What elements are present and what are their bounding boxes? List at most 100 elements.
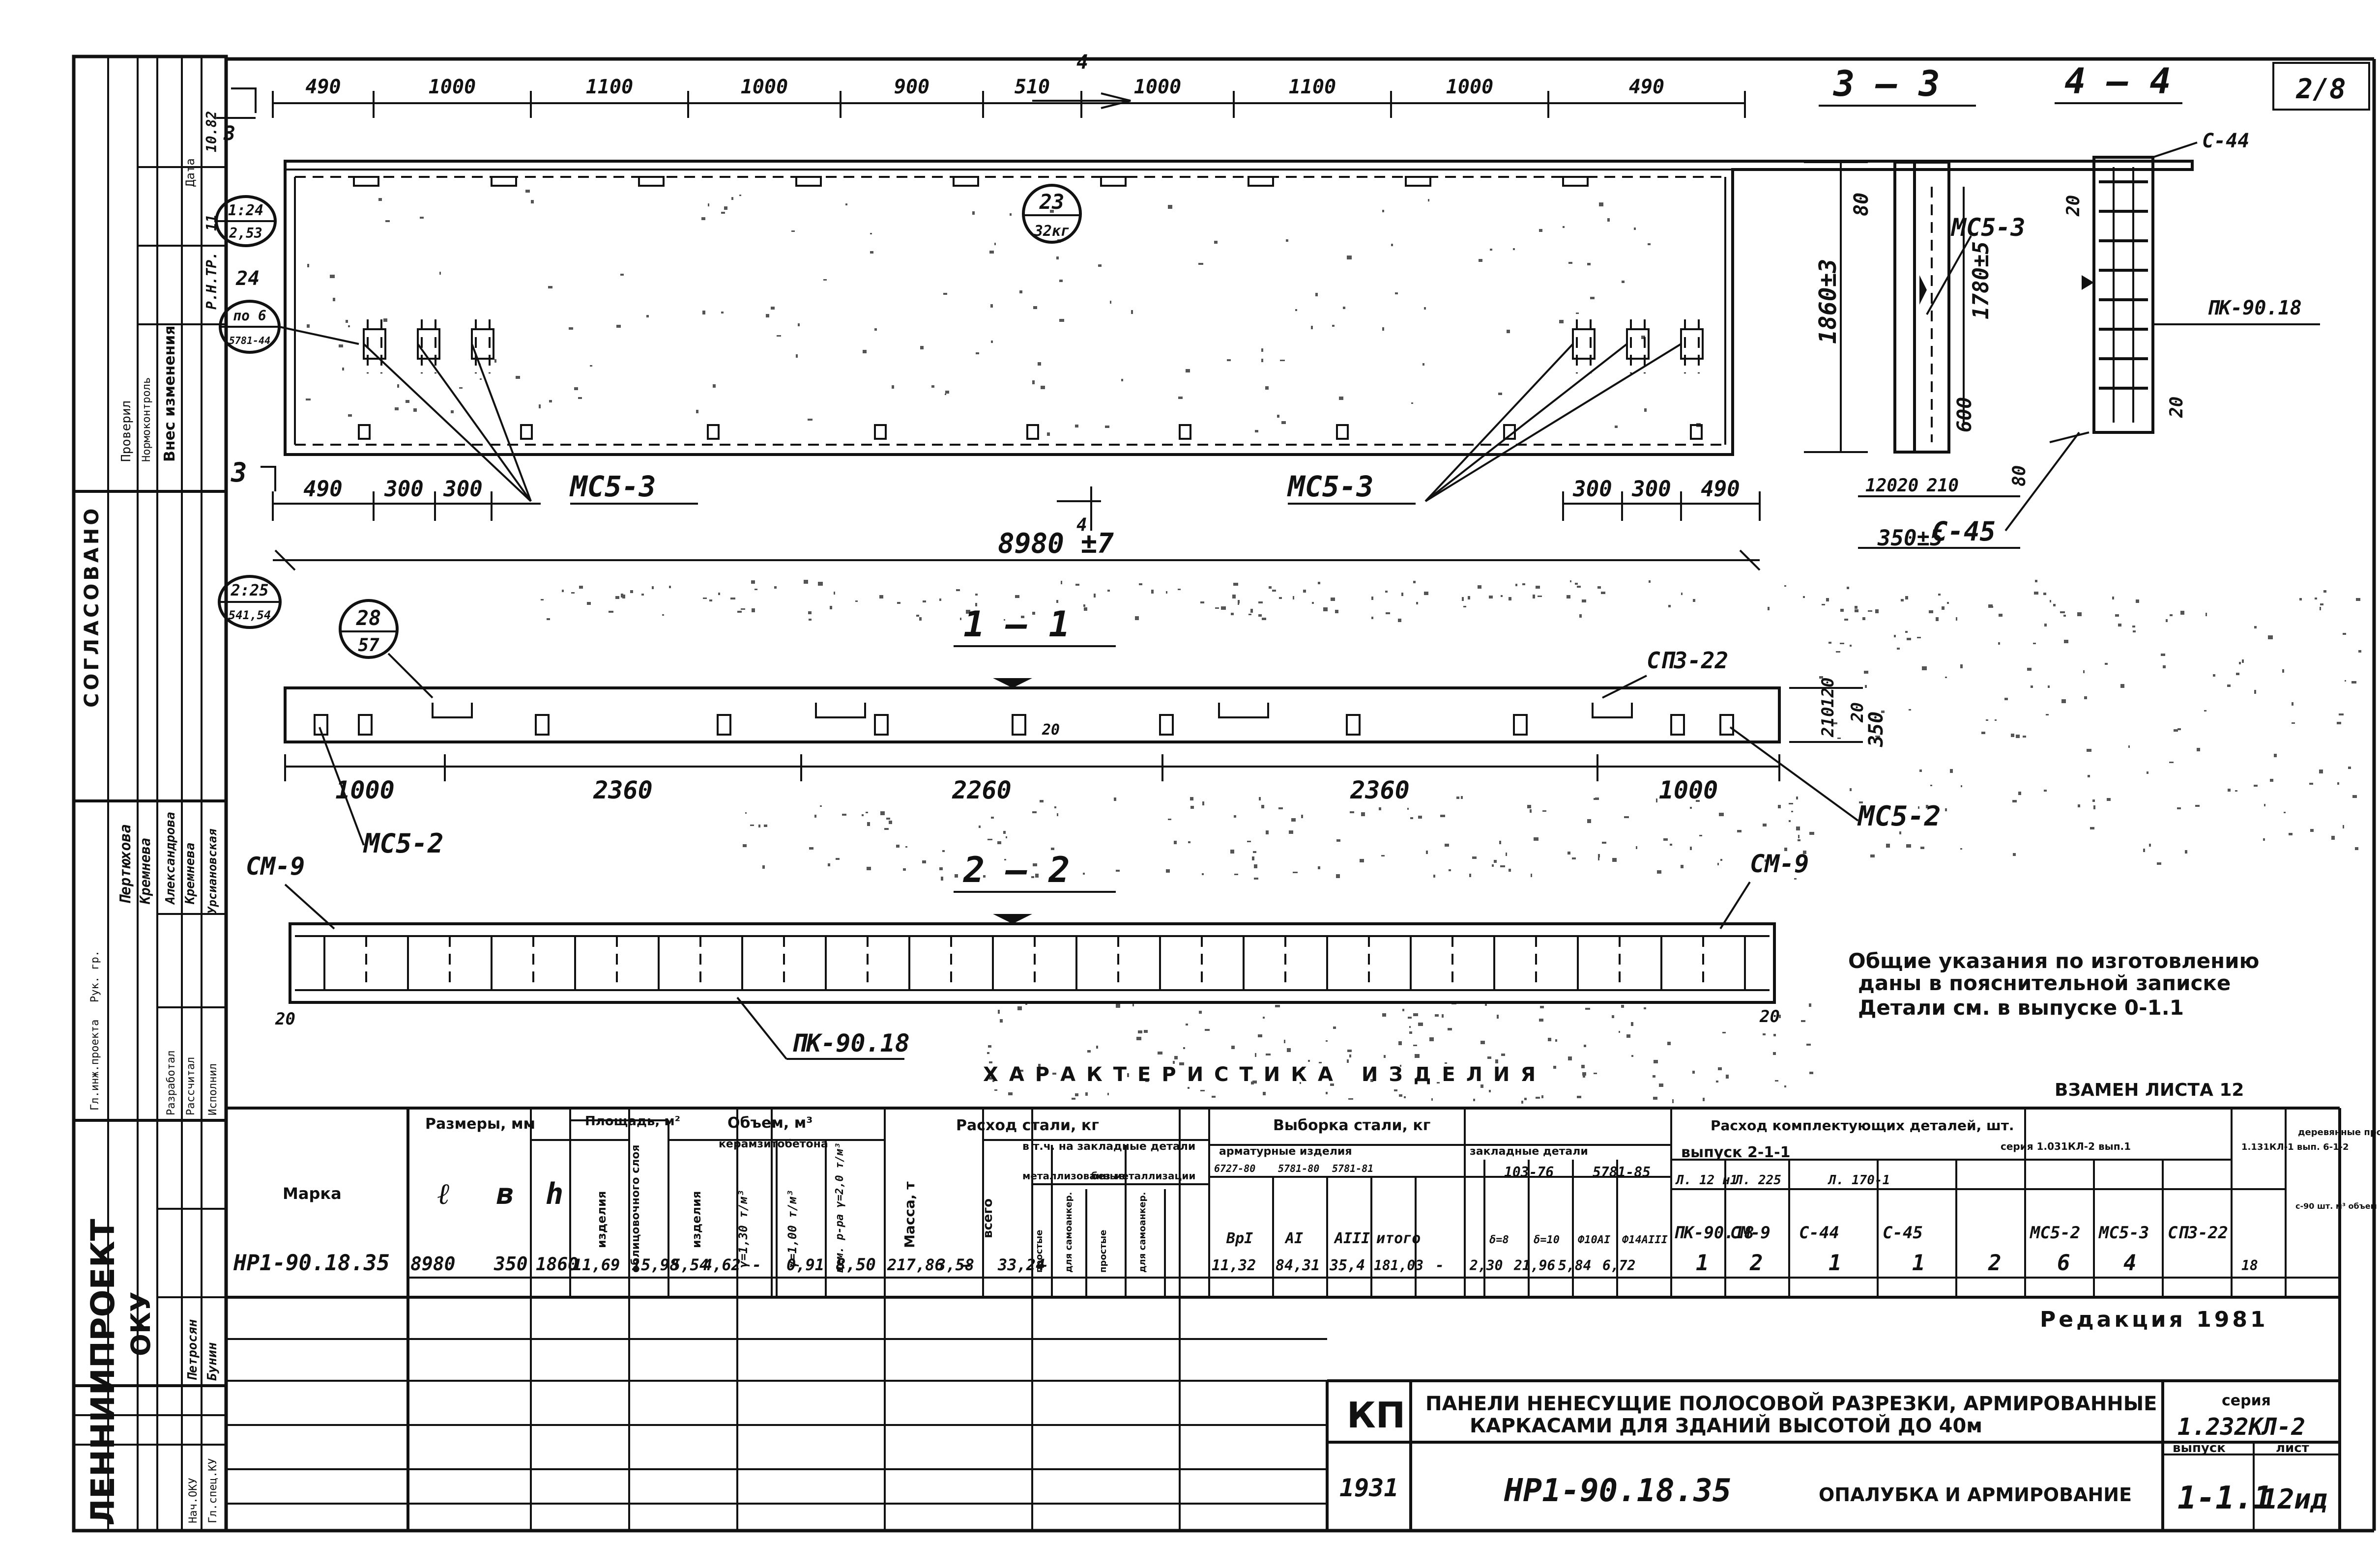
speck [395, 407, 399, 410]
speck [1424, 592, 1428, 595]
comp-sub: Л. 170-1 [1828, 1173, 1890, 1188]
speck [1489, 596, 1493, 598]
speck [1719, 813, 1724, 816]
speck [1844, 619, 1848, 621]
speck [333, 298, 335, 301]
speck [2163, 665, 2166, 668]
bottom-square [1179, 424, 1191, 440]
speck [2292, 702, 2293, 706]
speck [1319, 1062, 1322, 1063]
section-44-c45: С-45 [1932, 516, 1996, 547]
sample-zakl-col: Ф14АIII [1622, 1234, 1668, 1246]
speck [1699, 835, 1702, 836]
speck [2061, 699, 2066, 703]
section-2-2: 2 — 2 СМ-9 СМ-9 ПК-90.18 20 20 [246, 849, 1809, 1060]
h-vol-item: изделия [690, 1191, 703, 1248]
speck [1051, 848, 1054, 850]
speck [998, 1010, 1000, 1014]
section-44-pk: ПК-90.18 [2207, 297, 2302, 319]
speck [1234, 874, 1238, 875]
speck [494, 359, 496, 363]
speck [1850, 788, 1852, 791]
speck [2337, 782, 2339, 785]
sign-name-2: Кремнева [137, 838, 153, 905]
speck [1801, 1020, 1805, 1022]
speck [1634, 228, 1636, 230]
speck [1054, 806, 1056, 808]
sample-arm-col: АI [1284, 1230, 1303, 1247]
speck [1056, 256, 1059, 259]
cavity-square [1719, 714, 1734, 736]
comp-col: С-45 [1883, 1223, 1923, 1243]
approval-title: СОГЛАСОВАНО [81, 506, 103, 708]
speck [1703, 1098, 1705, 1101]
speck [1303, 590, 1306, 593]
speck [1018, 1070, 1023, 1072]
speck [480, 378, 482, 380]
speck [1144, 1030, 1148, 1033]
approval-label-2: Нормоконтроль [141, 377, 153, 462]
speck [1907, 638, 1911, 640]
speck [1999, 614, 2003, 617]
speck [1648, 243, 1651, 245]
speck [731, 197, 733, 200]
top-notch [353, 176, 379, 187]
speck [1775, 1080, 1778, 1082]
speck [903, 868, 906, 871]
section-22-dim-right: 20 [1759, 1007, 1780, 1026]
speck [1577, 586, 1581, 588]
speck [862, 814, 864, 816]
speck [1536, 586, 1540, 589]
speck [1400, 1065, 1401, 1067]
speck [2012, 800, 2017, 802]
speck [451, 410, 454, 413]
speck [1594, 1073, 1597, 1074]
speck [2044, 790, 2047, 792]
steel-subheader: простые [1034, 1230, 1045, 1273]
speck [1174, 1056, 1178, 1059]
speck [1404, 1096, 1406, 1098]
approval-label-1: Проверил [119, 400, 134, 462]
speck [2254, 690, 2256, 694]
speck [2282, 669, 2284, 673]
speck [1670, 844, 1672, 846]
speck [1114, 798, 1116, 801]
speck [2292, 722, 2295, 724]
speck [1930, 785, 1932, 786]
speck [1083, 873, 1085, 875]
speck [1657, 870, 1661, 874]
speck [2254, 626, 2257, 628]
row-pk: 1 [1696, 1251, 1709, 1276]
speck [539, 404, 541, 408]
speck [2107, 798, 2111, 801]
speck [2132, 626, 2135, 627]
speck [1230, 850, 1234, 854]
speck [2331, 836, 2335, 840]
speck [796, 354, 798, 358]
speck [547, 618, 550, 620]
section-4-marker-bottom: 4 [1076, 515, 1087, 535]
speck [1382, 210, 1384, 212]
speck [994, 1089, 997, 1091]
row-wood: 18 [2241, 1257, 2258, 1274]
speck [1509, 869, 1511, 872]
section-44-title: 4 — 4 [2064, 60, 2171, 102]
speck [307, 264, 309, 267]
speck [1956, 617, 1957, 621]
tb-kp: КП [1347, 1395, 1405, 1436]
speck [755, 589, 757, 590]
speck [1570, 580, 1571, 582]
speck [2087, 749, 2091, 752]
speck [662, 614, 664, 616]
speck [1763, 1033, 1766, 1035]
speck [758, 825, 760, 827]
cavity-square [874, 714, 889, 736]
speck [1199, 1011, 1202, 1014]
speck [1269, 586, 1272, 589]
speck [1409, 1031, 1412, 1034]
h-steel-metal: металлизованные [1022, 1170, 1125, 1182]
speck [820, 805, 822, 807]
speck [1395, 292, 1398, 294]
speck [1061, 581, 1062, 584]
